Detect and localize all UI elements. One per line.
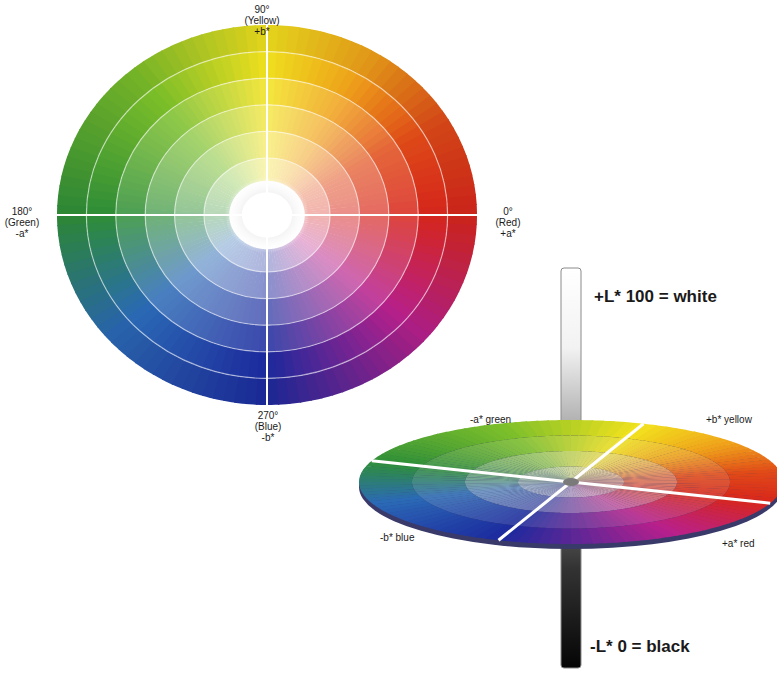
axis-label: +b* yellow	[706, 414, 752, 425]
axis-label: -L* 0 = black	[590, 638, 690, 657]
lightness-axis	[561, 268, 581, 668]
axis-label: -b* blue	[380, 532, 414, 543]
axis-label: 0° (Red) +a*	[496, 206, 521, 239]
axis-label: 270° (Blue) -b*	[255, 410, 282, 443]
axis-label: 90° (Yellow) +b*	[244, 4, 279, 37]
axis-label: +L* 100 = white	[594, 288, 717, 307]
hue-wheel	[57, 25, 477, 405]
axis-label: 180° (Green) -a*	[5, 206, 39, 239]
axis-label: +a* red	[722, 538, 755, 549]
axis-label: -a* green	[470, 414, 511, 425]
ab-disc	[359, 420, 777, 549]
